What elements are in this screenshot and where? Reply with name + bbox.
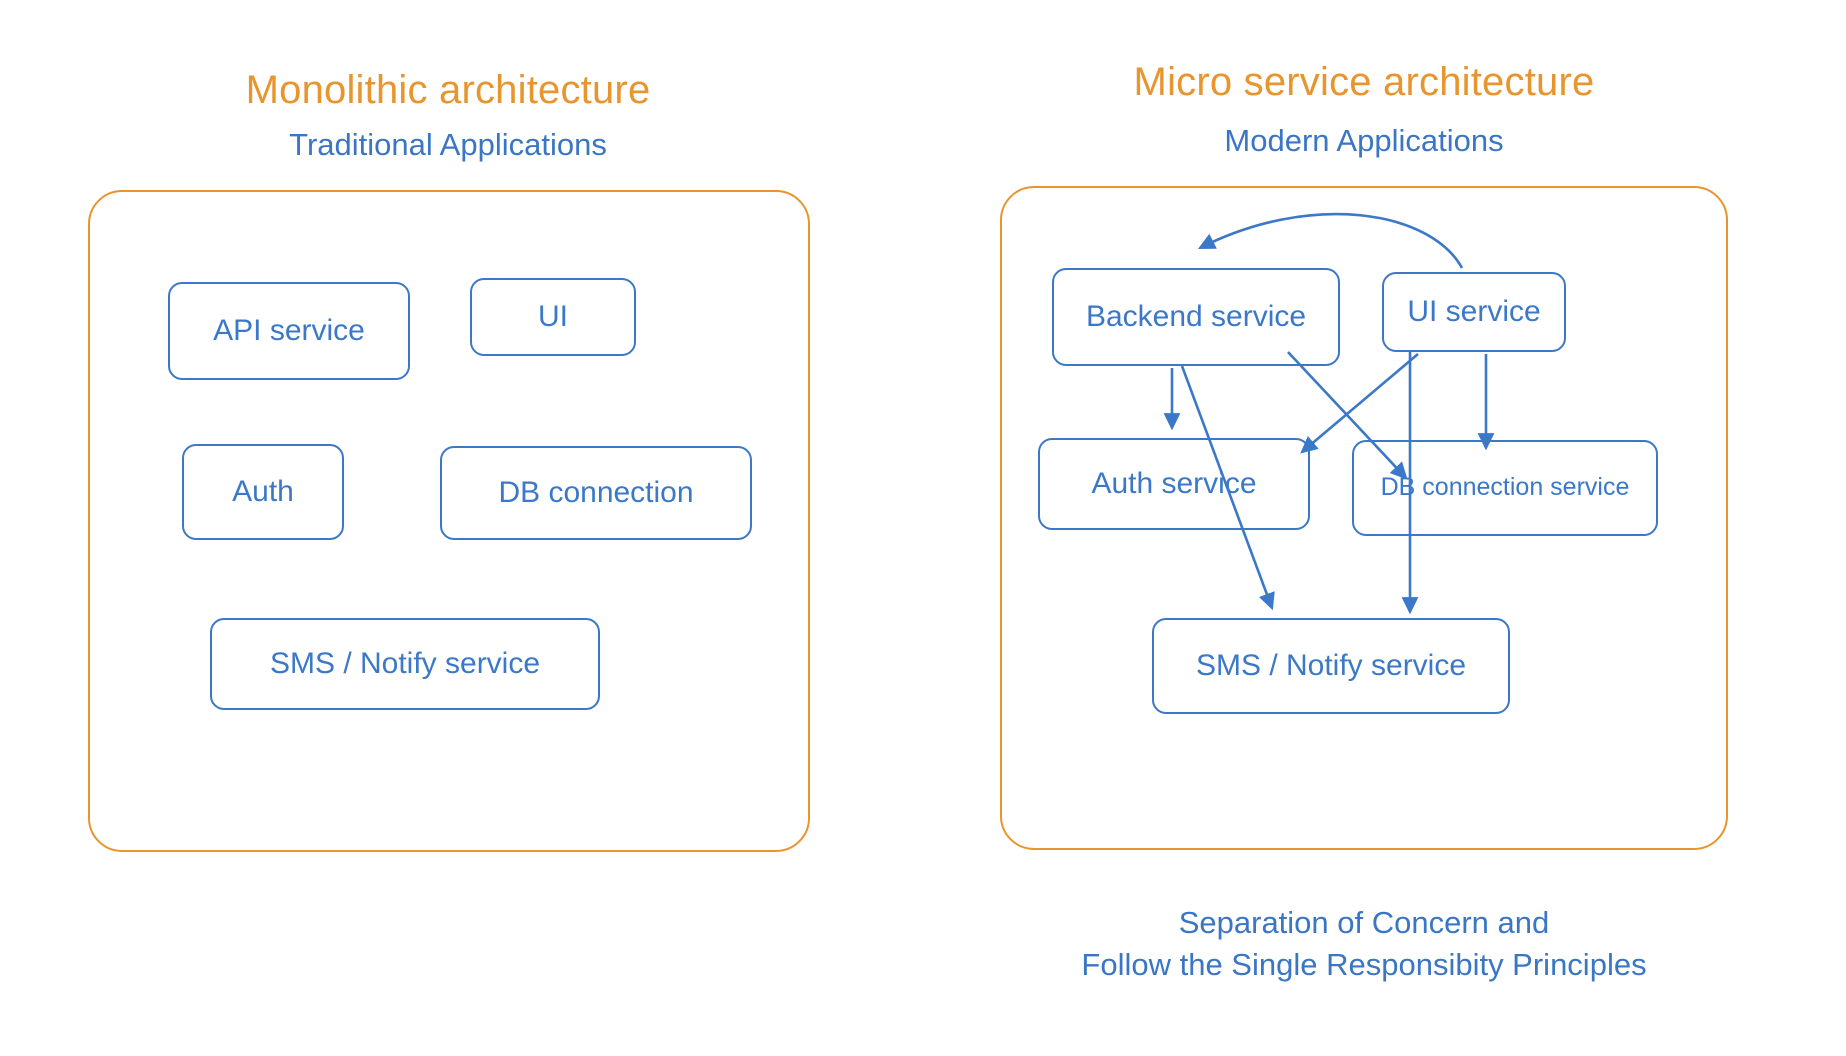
node-backend-service[interactable]: Backend service <box>1052 268 1340 366</box>
left-panel-subtitle: Traditional Applications <box>289 127 607 162</box>
node-api-service[interactable]: API service <box>168 282 410 380</box>
monolithic-container <box>88 190 810 852</box>
node-sms-notify-service[interactable]: SMS / Notify service <box>210 618 600 710</box>
caption-line-1: Separation of Concern and <box>1178 905 1550 940</box>
node-ui-service[interactable]: UI service <box>1382 272 1566 352</box>
node-sms-notify-service-micro[interactable]: SMS / Notify service <box>1152 618 1510 714</box>
right-panel-subtitle: Modern Applications <box>1224 123 1504 158</box>
right-panel-title: Micro service architecture <box>1133 60 1595 104</box>
microservice-container <box>1000 186 1728 850</box>
right-panel-caption: Separation of Concern and Follow the Sin… <box>1000 902 1728 986</box>
left-panel-title: Monolithic architecture <box>245 68 651 112</box>
caption-line-2: Follow the Single Responsibity Principle… <box>1081 946 1647 982</box>
node-auth-service[interactable]: Auth service <box>1038 438 1310 530</box>
node-db-connection[interactable]: DB connection <box>440 446 752 540</box>
node-db-connection-service[interactable]: DB connection service <box>1352 440 1658 536</box>
node-auth[interactable]: Auth <box>182 444 344 540</box>
node-ui[interactable]: UI <box>470 278 636 356</box>
